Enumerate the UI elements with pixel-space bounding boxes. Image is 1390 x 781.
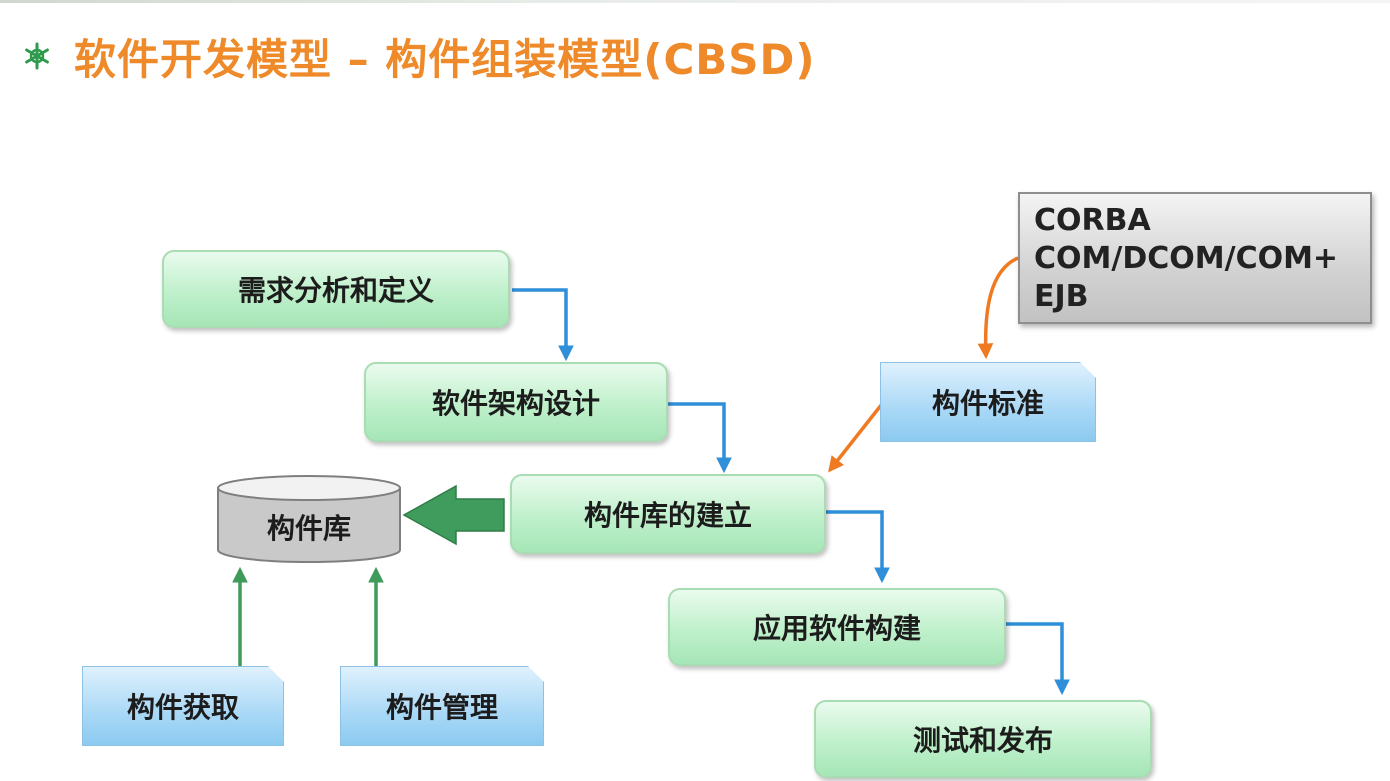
standards-list-box: CORBA COM/DCOM/COM+ EJB (1018, 192, 1372, 324)
standard-com: COM/DCOM/COM+ (1034, 241, 1339, 276)
step-testing-release: 测试和发布 (814, 700, 1152, 778)
step-application-construction: 应用软件构建 (668, 588, 1006, 666)
step-architecture: 软件架构设计 (364, 362, 668, 442)
arrow-construction-to-testing (1006, 622, 1070, 696)
step-requirements: 需求分析和定义 (162, 250, 510, 328)
arrow-library-to-construction (826, 510, 890, 584)
big-arrow-library-to-repo (402, 484, 505, 546)
component-acquisition: 构件获取 (82, 666, 284, 746)
arrow-standard-to-library (828, 402, 884, 473)
standard-ejb: EJB (1034, 279, 1089, 314)
top-border (0, 0, 1390, 3)
slide-title: 软件开发模型 – 构件组装模型(CBSD) (22, 24, 816, 88)
arrow-standards-to-standard (977, 256, 1019, 360)
repository-label: 构件库 (266, 512, 351, 545)
step-component-library: 构件库的建立 (510, 474, 826, 554)
repository-cylinder (217, 475, 401, 563)
standard-corba: CORBA (1034, 203, 1151, 238)
component-standard: 构件标准 (880, 362, 1096, 442)
arrow-architecture-to-library (668, 402, 732, 474)
snowflake-bullet-icon (22, 41, 52, 71)
component-management: 构件管理 (340, 666, 544, 746)
title-text: 软件开发模型 – 构件组装模型(CBSD) (74, 34, 816, 84)
arrow-requirements-to-architecture (512, 288, 574, 362)
